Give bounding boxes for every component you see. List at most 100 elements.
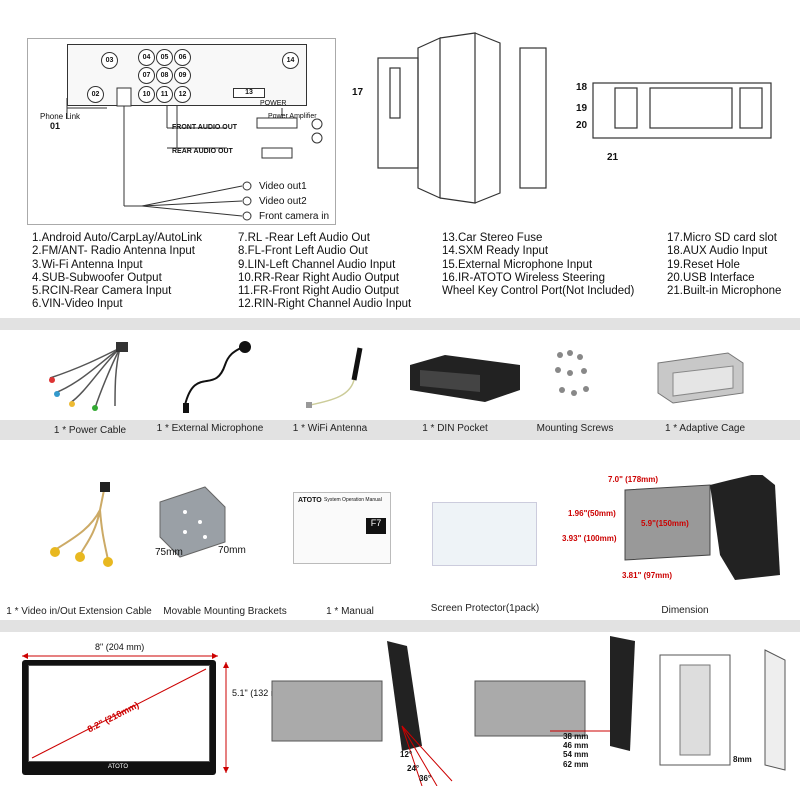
dim-height1: 1.96"(50mm) <box>568 509 616 518</box>
label-video-cable: 1 * Video in/Out Extension Cable <box>6 606 152 617</box>
depth-54: 54 mm <box>563 750 589 759</box>
callout-17: 17 <box>352 87 364 98</box>
separator-band-1 <box>0 318 800 330</box>
legend-item: 8.FL-Front Left Audio Out <box>238 245 368 258</box>
legend-item: 21.Built-in Microphone <box>667 285 782 298</box>
port-12: 12 <box>174 86 191 103</box>
port-05: 05 <box>156 49 173 66</box>
separator-band-2 <box>0 620 800 632</box>
dim-depth2: 3.81" (97mm) <box>622 571 673 580</box>
callout-18: 18 <box>576 82 588 93</box>
legend-item: 18.AUX Audio Input <box>667 245 768 258</box>
front-audio-out-label: FRONT AUDIO OUT <box>172 124 238 131</box>
rear-mount-image <box>659 649 786 771</box>
screen-diag-arrow <box>31 668 207 759</box>
wiring-lines <box>66 87 323 221</box>
port-08: 08 <box>156 67 173 84</box>
screen-width-arrow <box>22 653 218 659</box>
head-unit-screen: ATOTO <box>22 660 216 775</box>
legend-item: 14.SXM Ready Input <box>442 245 549 258</box>
legend-col2: 7.RL -Rear Left Audio Out 8.FL-Front Lef… <box>238 232 411 312</box>
legend-item: 12.RIN-Right Channel Audio Input <box>238 298 412 311</box>
microphone-image <box>183 341 251 413</box>
port-03: 03 <box>101 52 118 69</box>
screen-brand: ATOTO <box>108 764 129 770</box>
mount-mm-label: 8mm <box>733 755 752 764</box>
dim-height2: 3.93" (100mm) <box>562 534 617 543</box>
power-label: POWER <box>260 100 287 107</box>
dim-width: 7.0" (178mm) <box>608 475 659 484</box>
phone-link-num: 01 <box>50 121 61 131</box>
port-14: 14 <box>282 52 299 69</box>
screen-width-label: 8" (204 mm) <box>95 642 145 652</box>
manual-model: F7 <box>366 518 386 534</box>
legend-item: 6.VIN-Video Input <box>32 298 123 311</box>
bracket-width-label: 75mm <box>155 547 183 558</box>
callout-20: 20 <box>576 120 588 131</box>
label-screen-protector: Screen Protector(1pack) <box>430 603 540 614</box>
legend-item: 13.Car Stereo Fuse <box>442 232 543 244</box>
video-out2-label: Video out2 <box>259 196 307 207</box>
legend-item: 4.SUB-Subwoofer Output <box>32 271 162 284</box>
video-cable-image <box>50 482 113 567</box>
label-external-microphone: 1 * External Microphone <box>156 423 264 434</box>
rear-audio-out-label: REAR AUDIO OUT <box>172 148 233 155</box>
port-06: 06 <box>174 49 191 66</box>
mounting-screws-image <box>555 350 589 396</box>
front-view-unit <box>592 82 772 139</box>
callout-19: 19 <box>576 103 588 114</box>
label-manual: 1 * Manual <box>326 606 374 617</box>
power-amplifier-label: Power Amplifier <box>268 113 317 120</box>
legend-col4: 17.Micro SD card slot 18.AUX Audio Input… <box>667 232 781 298</box>
phone-link-label: Phone Link <box>40 112 81 121</box>
dimension-unit-image <box>624 475 780 580</box>
label-adaptive-cage: 1 * Adaptive Cage <box>664 423 746 434</box>
bracket-height-label: 70mm <box>218 545 246 556</box>
legend-item: 20.USB Interface <box>667 271 755 284</box>
adaptive-cage-image <box>657 352 744 404</box>
label-mounting-screws: Mounting Screws <box>536 423 614 434</box>
side-view-unit <box>377 32 547 204</box>
legend-item: 11.FR-Front Right Audio Output <box>238 285 399 298</box>
legend-item: 15.External Microphone Input <box>442 258 593 271</box>
front-camera-in-label: Front camera in <box>259 211 330 222</box>
power-cable-image <box>49 342 128 411</box>
port-13: 13 <box>233 88 265 98</box>
angle-24: 24° <box>407 764 420 773</box>
label-din-pocket: 1 * DIN Pocket <box>422 423 488 434</box>
manual-image: ATOTO System Operation Manual F7 <box>293 492 391 564</box>
label-mounting-brackets: Movable Mounting Brackets <box>163 606 287 617</box>
angle-12: 12° <box>400 750 413 759</box>
label-wifi-antenna: 1 * WiFi Antenna <box>292 423 368 434</box>
depth-38: 38 mm <box>563 732 589 741</box>
legend-item: 9.LIN-Left Channel Audio Input <box>238 258 396 271</box>
video-out1-label: Video out1 <box>259 181 307 192</box>
callout-21: 21 <box>607 152 619 163</box>
depth-view-image <box>474 636 635 751</box>
port-11: 11 <box>156 86 173 103</box>
port-10: 10 <box>138 86 155 103</box>
dim-depth: 5.9"(150mm) <box>641 519 689 528</box>
legend-item: 3.Wi-Fi Antenna Input <box>32 258 143 271</box>
legend-item: 17.Micro SD card slot <box>667 232 777 244</box>
label-power-cable: 1 * Power Cable <box>53 425 127 436</box>
wifi-antenna-image <box>306 347 363 408</box>
depth-46: 46 mm <box>563 741 589 750</box>
mounting-brackets-image <box>159 486 226 558</box>
din-pocket-image <box>410 355 520 402</box>
legend-item: 5.RCIN-Rear Camera Input <box>32 285 172 298</box>
legend-item: 7.RL -Rear Left Audio Out <box>238 232 370 244</box>
legend-item: 19.Reset Hole <box>667 258 740 271</box>
legend-col1: 1.Android Auto/CarpLay/AutoLink 2.FM/ANT… <box>32 232 202 312</box>
depth-62: 62 mm <box>563 760 589 769</box>
legend-item: 10.RR-Rear Right Audio Output <box>238 271 400 284</box>
accessory-label-band-1 <box>0 420 800 440</box>
legend-col3: 13.Car Stereo Fuse 14.SXM Ready Input 15… <box>442 232 634 298</box>
manual-brand: ATOTO <box>298 497 322 504</box>
manual-title: System Operation Manual <box>324 497 382 503</box>
legend-item: 2.FM/ANT- Radio Antenna Input <box>32 245 196 258</box>
port-02: 02 <box>87 86 104 103</box>
port-07: 07 <box>138 67 155 84</box>
port-09: 09 <box>174 67 191 84</box>
angle-36: 36° <box>419 774 432 783</box>
